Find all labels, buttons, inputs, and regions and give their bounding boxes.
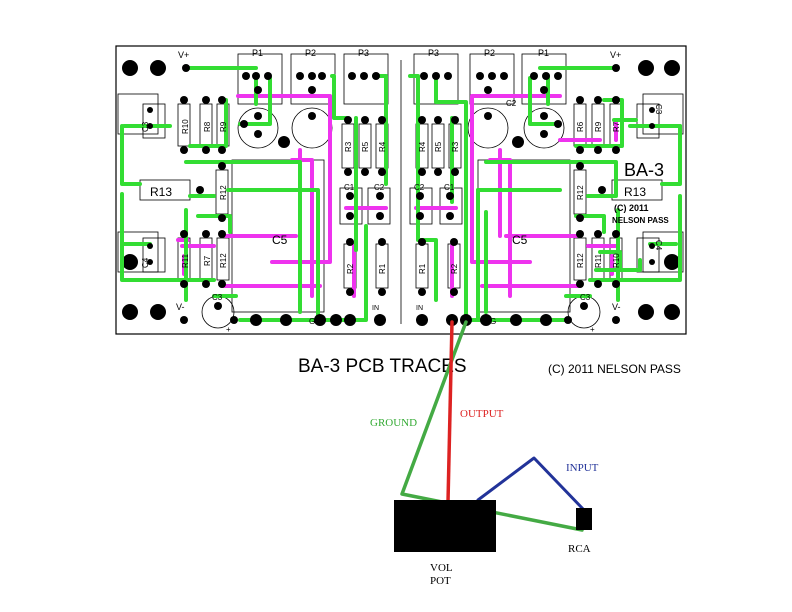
mounting-hole (122, 60, 138, 76)
mounting-hole (150, 304, 166, 320)
mounting-holes (122, 60, 680, 320)
resistor-label: R12 (219, 253, 228, 268)
resistor-label: R11 (181, 253, 190, 268)
resistor-label: R4 (378, 141, 387, 152)
resistor-label: R6 (576, 121, 585, 132)
pot-label-p1-left: P1 (252, 48, 263, 58)
pad-label-ground-right: G (490, 317, 496, 326)
cap-label-c1-right: C1 (444, 183, 455, 192)
mounting-hole (122, 304, 138, 320)
output-wire-label: OUTPUT (460, 408, 504, 420)
resistor-label-r13-right: R13 (624, 185, 646, 199)
pot-label-p3-right: P3 (428, 48, 439, 58)
cap-label-c1-left: C1 (344, 183, 355, 192)
resistor-label: R3 (451, 141, 460, 152)
ground-wire-label: GROUND (370, 417, 417, 429)
rca-jack (576, 508, 592, 530)
cap-label-c2-big-right: C2 (506, 99, 517, 108)
input-wire-label: INPUT (566, 462, 599, 474)
cap-label-c3-left: C3 (212, 293, 223, 302)
pcb-board-label: BA-3 (624, 160, 664, 180)
output-wire (446, 320, 454, 504)
cap-label-c2-left: C2 (374, 183, 385, 192)
mounting-hole (664, 60, 680, 76)
vol-pot-label-line2: POT (430, 575, 451, 587)
resistor-label: R4 (418, 141, 427, 152)
resistor-label: R2 (346, 263, 355, 274)
resistor-label: R8 (203, 121, 212, 132)
resistor-label: R1 (418, 263, 427, 274)
pcb-board: BA-3 (C) 2011 NELSON PASS P1 P2 P3 P3 P2… (115, 45, 687, 335)
resistor-label: R12 (576, 185, 585, 200)
volume-pot (394, 500, 496, 552)
pad-label-plus-left: + (226, 325, 231, 334)
cap-label-c2-right: C2 (414, 183, 425, 192)
solder-pads (147, 64, 655, 326)
resistor-label: R1 (378, 263, 387, 274)
pot-label-p2-left: P2 (305, 48, 316, 58)
resistor-label: R12 (219, 185, 228, 200)
input-wire (476, 456, 586, 512)
mounting-hole (638, 60, 654, 76)
resistor-label: R5 (361, 141, 370, 152)
resistor-label: R9 (594, 121, 603, 132)
resistor-label: R7 (203, 255, 212, 266)
mounting-hole (150, 60, 166, 76)
mounting-hole (664, 304, 680, 320)
mounting-hole (638, 304, 654, 320)
rca-label: RCA (568, 543, 591, 555)
diagram-copyright: (C) 2011 NELSON PASS (548, 362, 681, 376)
pad-label-ground-left: G (309, 317, 315, 326)
cap-label-c5-right: C5 (512, 233, 528, 247)
resistor-label: R10 (181, 119, 190, 134)
resistor-label: R5 (434, 141, 443, 152)
rail-vplus-left: V+ (178, 50, 189, 60)
rail-vplus-right: V+ (610, 50, 621, 60)
pcb-labels: BA-3 (C) 2011 NELSON PASS P1 P2 P3 P3 P2… (141, 48, 669, 334)
pad-label-input-left: IN (372, 305, 379, 312)
mounting-hole (664, 254, 680, 270)
diagram-title: BA-3 PCB TRACES (298, 356, 467, 377)
pad-label-input-right: IN (416, 305, 423, 312)
resistor-label: R12 (576, 253, 585, 268)
green-traces (120, 66, 682, 322)
resistor-label: R2 (450, 263, 459, 274)
pot-label-p1-right: P1 (538, 48, 549, 58)
ground-wire (400, 320, 584, 532)
vol-pot-label-line1: VOL (430, 562, 453, 574)
rail-vminus-right: V- (612, 302, 621, 312)
pcb-copyright-line2: NELSON PASS (612, 216, 669, 225)
resistor-label-r13-left: R13 (150, 185, 172, 199)
transistor-label: C4 (654, 240, 663, 251)
transistor-label: C3 (141, 121, 150, 132)
transistor-label: C3 (654, 104, 663, 115)
resistor-label: R11 (594, 253, 603, 268)
pcb-copyright-line1: (C) 2011 (614, 203, 649, 213)
wiring (400, 320, 586, 532)
resistor-label: R3 (344, 141, 353, 152)
rail-vminus-left: V- (176, 302, 185, 312)
cap-label-c5-left: C5 (272, 233, 288, 247)
resistor-label: R10 (612, 253, 621, 268)
mounting-hole (122, 254, 138, 270)
pad-label-plus-right: + (590, 325, 595, 334)
cap-label-c3-right: C3 (580, 293, 591, 302)
pot-label-p3-left: P3 (358, 48, 369, 58)
pot-label-p2-right: P2 (484, 48, 495, 58)
transistor-label: C4 (141, 257, 150, 268)
resistor-label: R9 (219, 121, 228, 132)
resistor-label: R7 (612, 121, 621, 132)
